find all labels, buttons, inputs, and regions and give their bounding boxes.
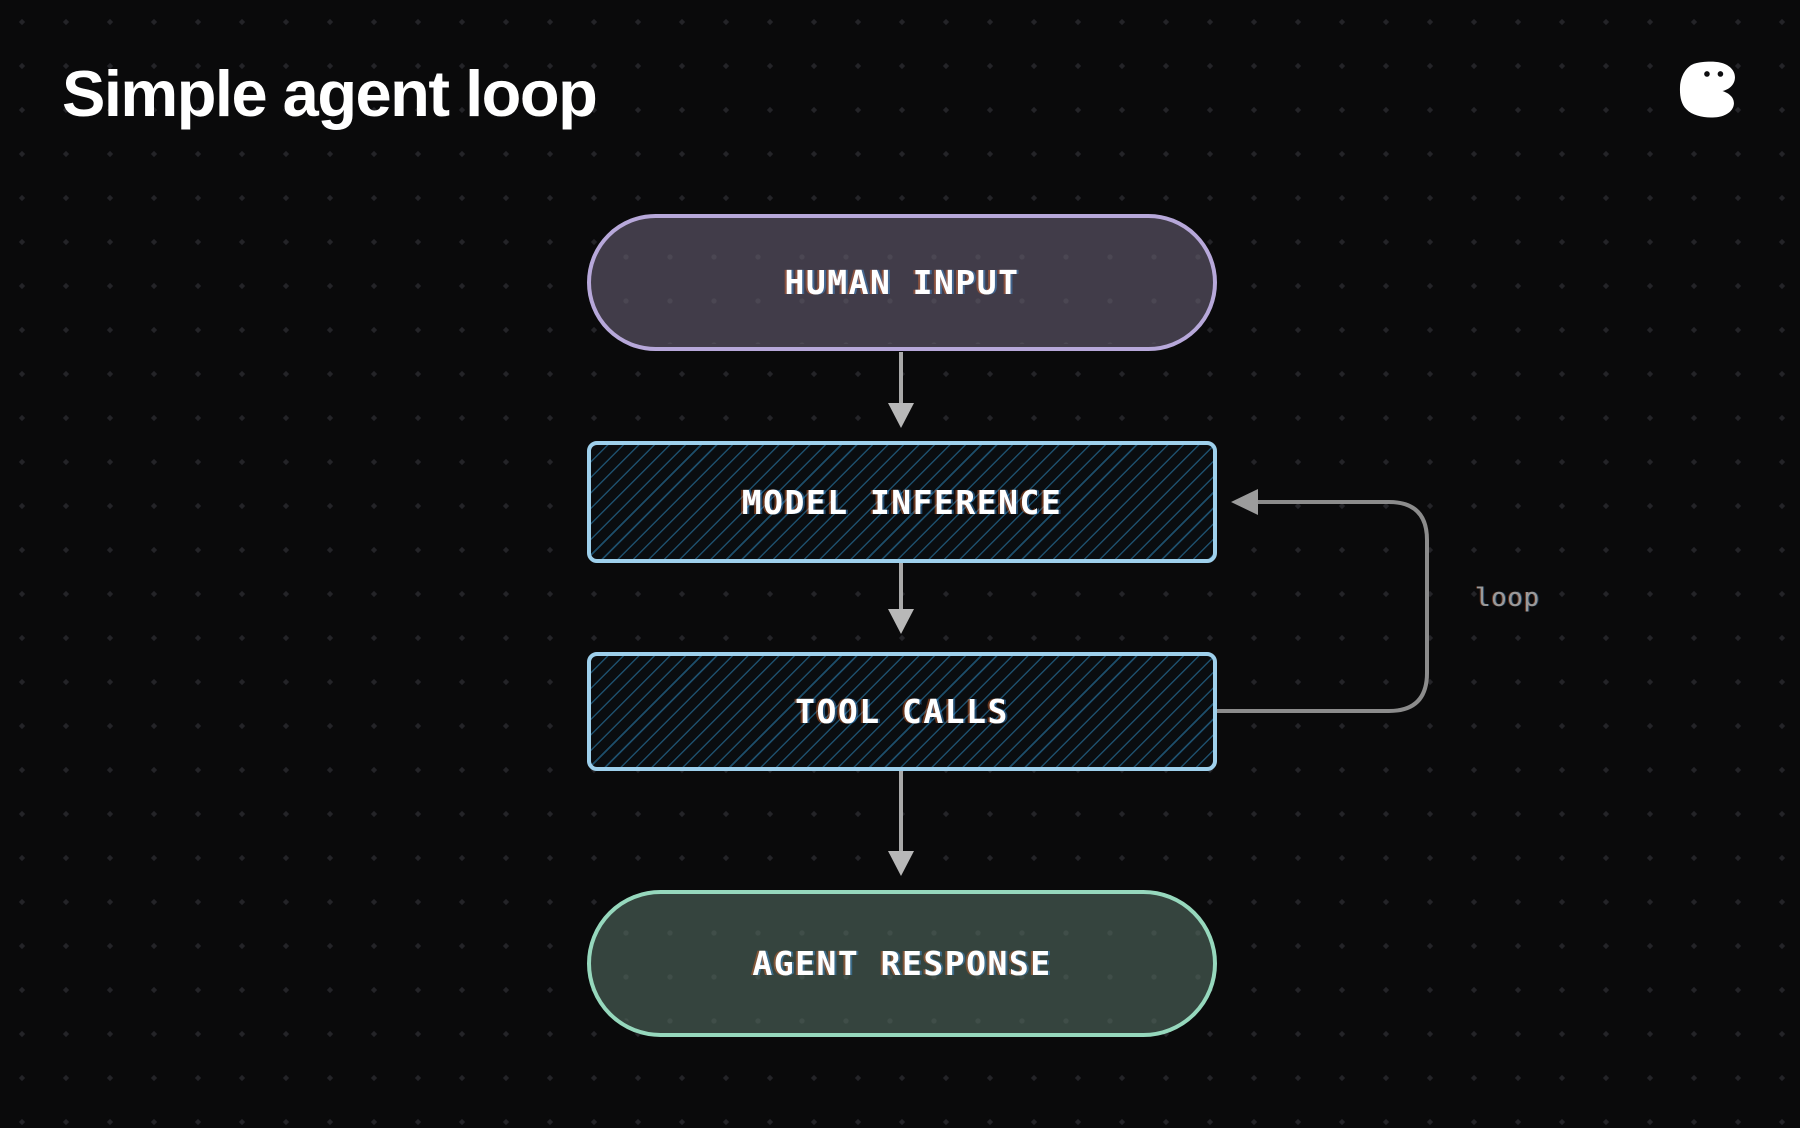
node-model-inference-label: MODEL INFERENCE [741,482,1063,522]
arrow-model-to-tools-head [888,609,914,634]
node-human-input-label: HUMAN INPUT [784,263,1020,302]
mascot-body [1679,61,1735,118]
mascot-eye-left [1704,71,1710,77]
node-human-input: HUMAN INPUT [587,214,1217,351]
node-agent-response-label: AGENT RESPONSE [752,944,1052,983]
loop-arrow-path [1217,500,1429,713]
node-agent-response: AGENT RESPONSE [587,890,1217,1037]
page-title: Simple agent loop [62,57,598,130]
arrow-tools-to-response-head [888,851,914,876]
claude-mascot-icon [1679,61,1735,118]
node-tool-calls-label: TOOL CALLS [795,692,1009,731]
arrow-human-to-model-head [888,403,914,428]
node-tool-calls: TOOL CALLS [587,652,1217,771]
node-model-inference: MODEL INFERENCE [587,441,1217,563]
loop-label: loop [1475,583,1540,613]
loop-arrow-head [1231,489,1258,515]
mascot-eye-right [1717,71,1724,77]
